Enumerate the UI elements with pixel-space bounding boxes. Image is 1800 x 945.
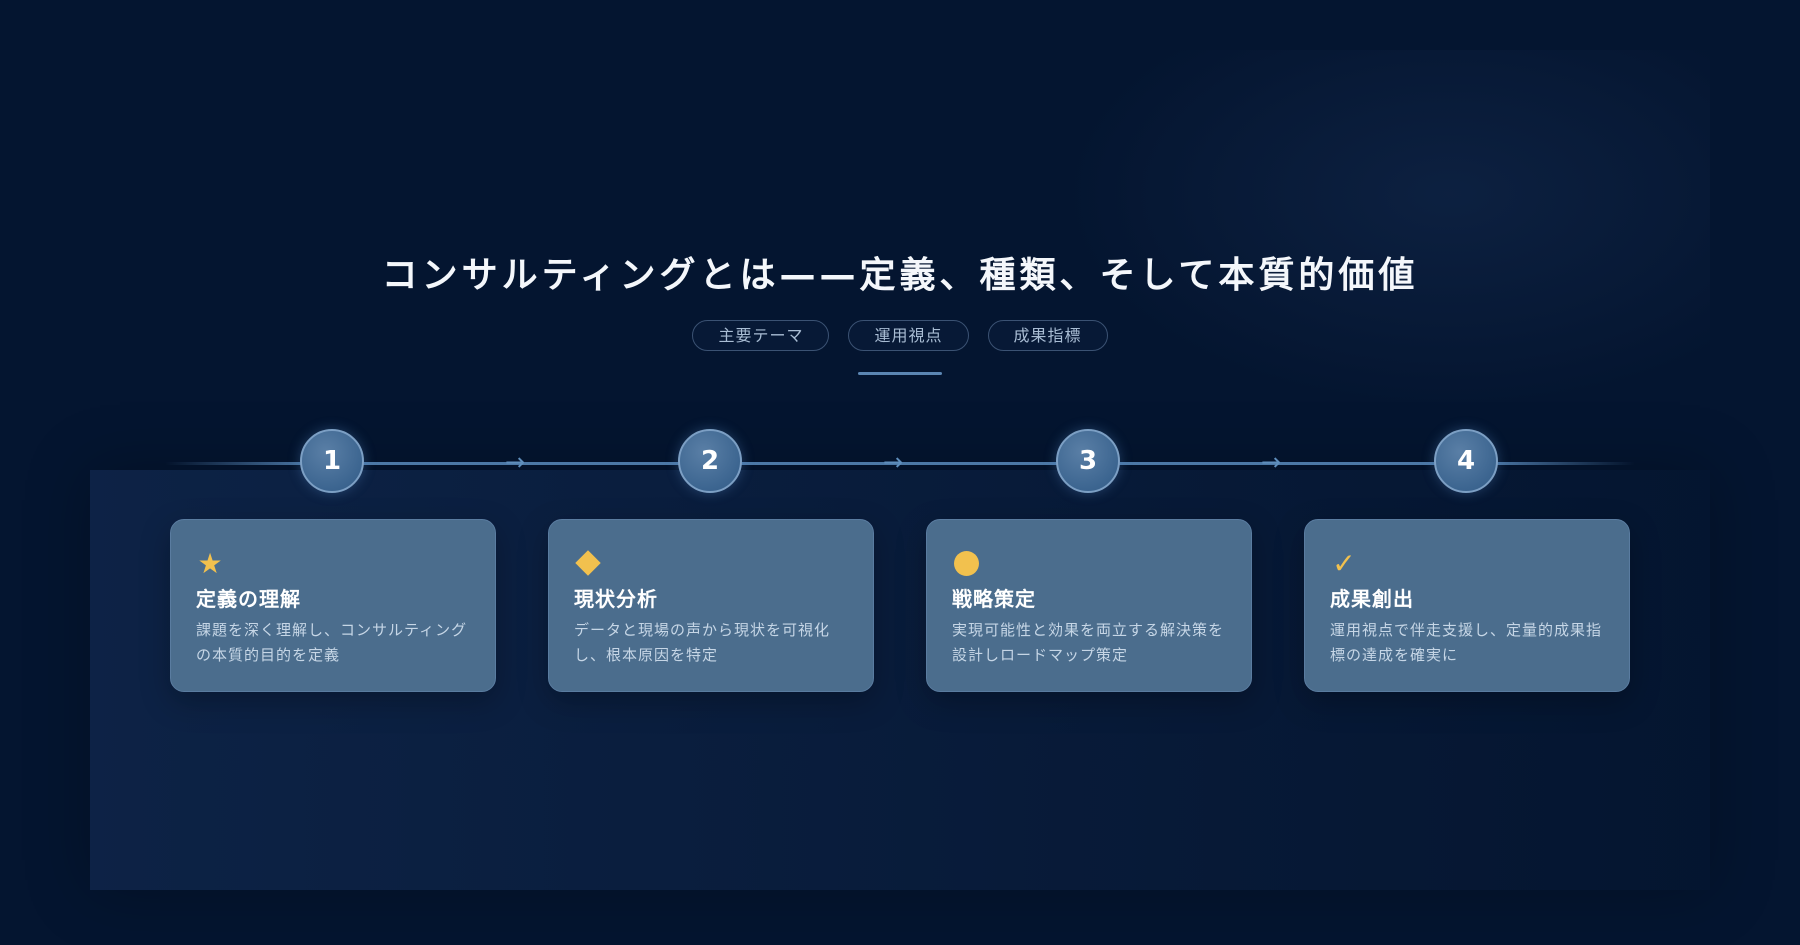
step-card-title: 成果創出 — [1330, 587, 1414, 611]
tag-operation-view: 運用視点 — [848, 320, 969, 351]
step-card-1: ★ 定義の理解 課題を深く理解し、コンサルティングの本質的目的を定義 — [170, 519, 496, 692]
step-card-title: 定義の理解 — [196, 587, 301, 611]
step-card-2: 現状分析 データと現場の声から現状を可視化し、根本原因を特定 — [548, 519, 874, 692]
step-card-description: 課題を深く理解し、コンサルティングの本質的目的を定義 — [196, 621, 468, 664]
tag-list: 主要テーマ 運用視点 成果指標 — [0, 320, 1800, 351]
step-card-title: 現状分析 — [574, 587, 658, 611]
step-card-description: 実現可能性と効果を両立する解決策を設計しロードマップ策定 — [952, 621, 1225, 664]
tag-outcome-metrics: 成果指標 — [987, 320, 1108, 351]
diamond-icon — [575, 550, 601, 576]
arrow-right-icon: → — [1261, 448, 1282, 476]
step-card-description: 運用視点で伴走支援し、定量的成果指標の達成を確実に — [1330, 621, 1603, 664]
circle-icon — [954, 551, 979, 576]
title-underline — [858, 372, 942, 375]
arrow-right-icon: → — [505, 448, 526, 476]
step-node-2: 2 — [678, 429, 742, 493]
timeline-line — [165, 462, 1635, 465]
step-node-3: 3 — [1056, 429, 1120, 493]
arrow-right-icon: → — [883, 448, 904, 476]
step-card-description: データと現場の声から現状を可視化し、根本原因を特定 — [574, 621, 831, 664]
star-icon: ★ — [197, 547, 223, 580]
step-card-3: 戦略策定 実現可能性と効果を両立する解決策を設計しロードマップ策定 — [926, 519, 1252, 692]
background-glow — [1060, 50, 1710, 410]
page-title: コンサルティングとは——定義、種類、そして本質的価値 — [381, 255, 1419, 296]
step-card-4: ✓ 成果創出 運用視点で伴走支援し、定量的成果指標の達成を確実に — [1304, 519, 1630, 692]
tag-main-theme: 主要テーマ — [692, 320, 830, 351]
step-node-1: 1 — [300, 429, 364, 493]
check-icon: ✓ — [1332, 547, 1356, 580]
step-node-4: 4 — [1434, 429, 1498, 493]
step-card-title: 戦略策定 — [952, 587, 1036, 611]
